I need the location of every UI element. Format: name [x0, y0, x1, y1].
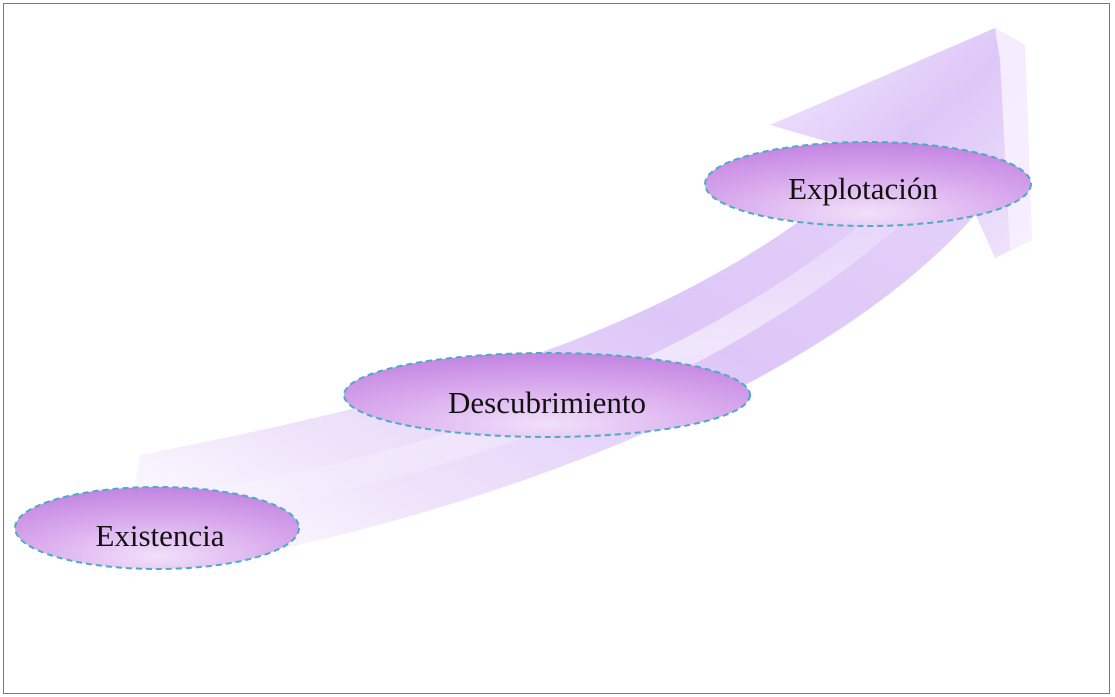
stage-descubrimiento: Descubrimiento [343, 352, 751, 438]
stage-existencia-ellipse [14, 486, 300, 570]
stage-explotacion-label: Explotación [788, 171, 938, 206]
stage-existencia: Existencia [14, 486, 300, 570]
stage-existencia-label: Existencia [95, 518, 224, 553]
stage-descubrimiento-ellipse [343, 352, 751, 438]
growth-arrow-highlight [160, 165, 945, 525]
stage-explotacion: Explotación [704, 141, 1032, 227]
stage-descubrimiento-label: Descubrimiento [448, 385, 646, 420]
stage-explotacion-ellipse [704, 141, 1032, 227]
